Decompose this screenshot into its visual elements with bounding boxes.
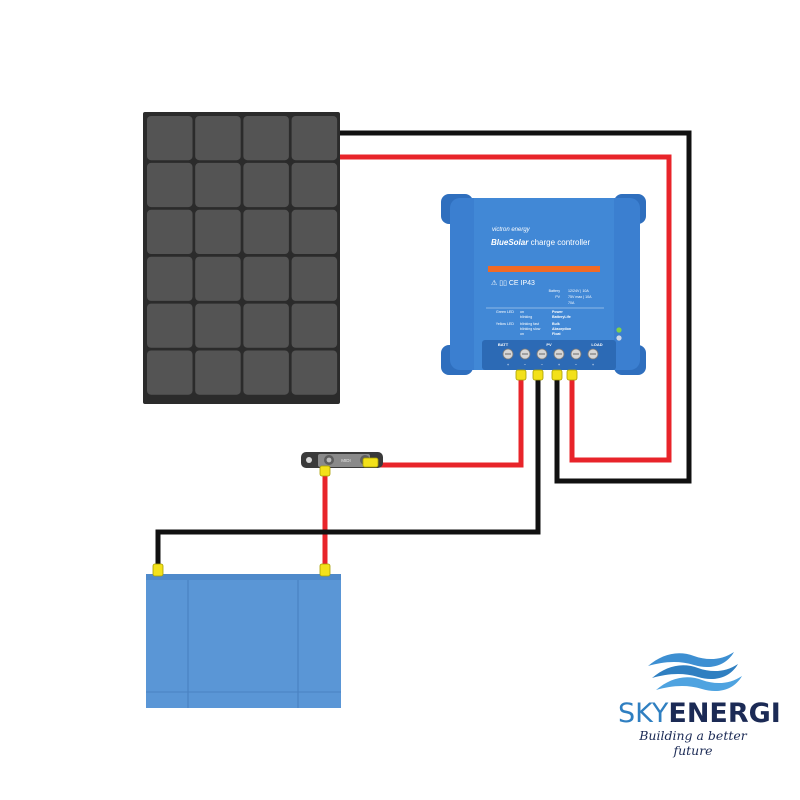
- terminal-group-batt: BATT: [498, 342, 509, 347]
- solar-cell: [243, 116, 289, 161]
- brand-label: victron energy: [492, 227, 531, 233]
- solar-cell: [195, 209, 241, 254]
- battery: [146, 563, 341, 708]
- solar-cell: [147, 162, 193, 208]
- terminal-sign: −: [541, 362, 544, 367]
- svg-text:BlueSolar charge controller: BlueSolar charge controller: [491, 238, 590, 247]
- yellow-led-icon: [616, 335, 622, 341]
- battery-positive-wire-controller: [375, 378, 524, 468]
- lug-batt-positive: [515, 369, 527, 381]
- spec-value: 75V max | 10A: [568, 295, 592, 299]
- terminal-group-load: LOAD: [591, 342, 602, 347]
- logo-tagline: Building a better future: [639, 728, 747, 758]
- wires: [155, 130, 692, 572]
- terminal-sign: +: [507, 362, 510, 367]
- solar-cell: [195, 256, 241, 301]
- led-label: Green LED: [496, 310, 514, 314]
- led-legend: Green LED on Power blinking BatteryLife …: [496, 310, 571, 336]
- solar-cells: [147, 116, 338, 395]
- solar-cell: [195, 162, 241, 208]
- logo-wordmark: SKYENERGI: [618, 698, 781, 729]
- solar-cell: [291, 162, 338, 208]
- led-state: on: [520, 310, 524, 314]
- fuse-label: MIDI: [341, 458, 351, 463]
- battery-negative-lug: [152, 563, 164, 577]
- led-meaning: Float: [552, 332, 561, 336]
- product-name-bold: BlueSolar: [491, 238, 529, 247]
- charge-controller: victron energy BlueSolar charge controll…: [441, 194, 646, 375]
- panel-positive-wire: [340, 154, 672, 463]
- solar-cell: [291, 256, 338, 301]
- green-led-icon: [616, 327, 622, 333]
- led-meaning: Absorption: [552, 327, 571, 331]
- skyenergi-logo: SKYENERGI Building a better future: [618, 648, 781, 759]
- led-label: Yellow LED: [496, 322, 515, 326]
- solar-cell: [243, 303, 289, 348]
- battery-negative-wire: [155, 378, 541, 572]
- spec-table: Battery 12/24V | 10A PV 75V max | 10A 70…: [549, 289, 593, 305]
- solar-cell: [291, 209, 338, 254]
- solar-cell: [243, 350, 289, 395]
- lug-pv-positive: [566, 369, 578, 381]
- solar-cell: [147, 350, 193, 395]
- skyenergi-wave-icon: [648, 652, 742, 692]
- solar-cell: [147, 256, 193, 301]
- product-name-rest: charge controller: [528, 238, 590, 247]
- controller-stripe: [488, 266, 600, 272]
- solar-cell: [147, 209, 193, 254]
- spec-label: PV: [555, 295, 560, 299]
- spec-label: Battery: [549, 289, 561, 293]
- midi-fuse: MIDI: [301, 452, 383, 477]
- lug-pv-negative: [551, 369, 563, 381]
- solar-cell: [291, 116, 338, 161]
- solar-cell: [243, 209, 289, 254]
- logo-word-sky: SKY: [618, 698, 669, 729]
- led-state: blinking: [520, 315, 532, 319]
- led-state: blinking slow: [520, 327, 541, 331]
- solar-cell: [243, 162, 289, 208]
- lug-batt-negative: [532, 369, 544, 381]
- solar-cell: [195, 116, 241, 161]
- led-meaning: BatteryLife: [552, 315, 571, 319]
- panel-negative-wire: [340, 130, 692, 484]
- solar-cell: [243, 256, 289, 301]
- cert-marks: ⚠ ▯▯ CE IP43: [491, 279, 535, 287]
- terminal-sign: −: [575, 362, 578, 367]
- terminal-group-pv: PV: [546, 342, 552, 347]
- terminal-sign: +: [592, 362, 595, 367]
- spec-value: 70A: [568, 301, 575, 305]
- logo-word-energi: ENERGI: [668, 698, 781, 729]
- led-meaning: Power: [552, 310, 563, 314]
- fuse-lug-battery: [319, 465, 331, 477]
- solar-cell: [195, 350, 241, 395]
- spec-value: 12/24V | 10A: [568, 289, 589, 293]
- solar-cell: [195, 303, 241, 348]
- solar-cell: [291, 303, 338, 348]
- terminal-sign: +: [558, 362, 561, 367]
- led-meaning: Bulk: [552, 322, 560, 326]
- battery-positive-lug: [319, 563, 331, 577]
- solar-panel: [143, 112, 340, 404]
- controller-lugs: [515, 369, 578, 381]
- solar-cell: [291, 350, 338, 395]
- solar-cell: [147, 303, 193, 348]
- solar-cell: [147, 116, 193, 161]
- fuse-lug-controller: [362, 457, 379, 468]
- led-state: on: [520, 332, 524, 336]
- led-state: blinking fast: [520, 322, 539, 326]
- terminal-sign: −: [524, 362, 527, 367]
- terminal-block: BATT PV LOAD + − − + − +: [482, 340, 616, 370]
